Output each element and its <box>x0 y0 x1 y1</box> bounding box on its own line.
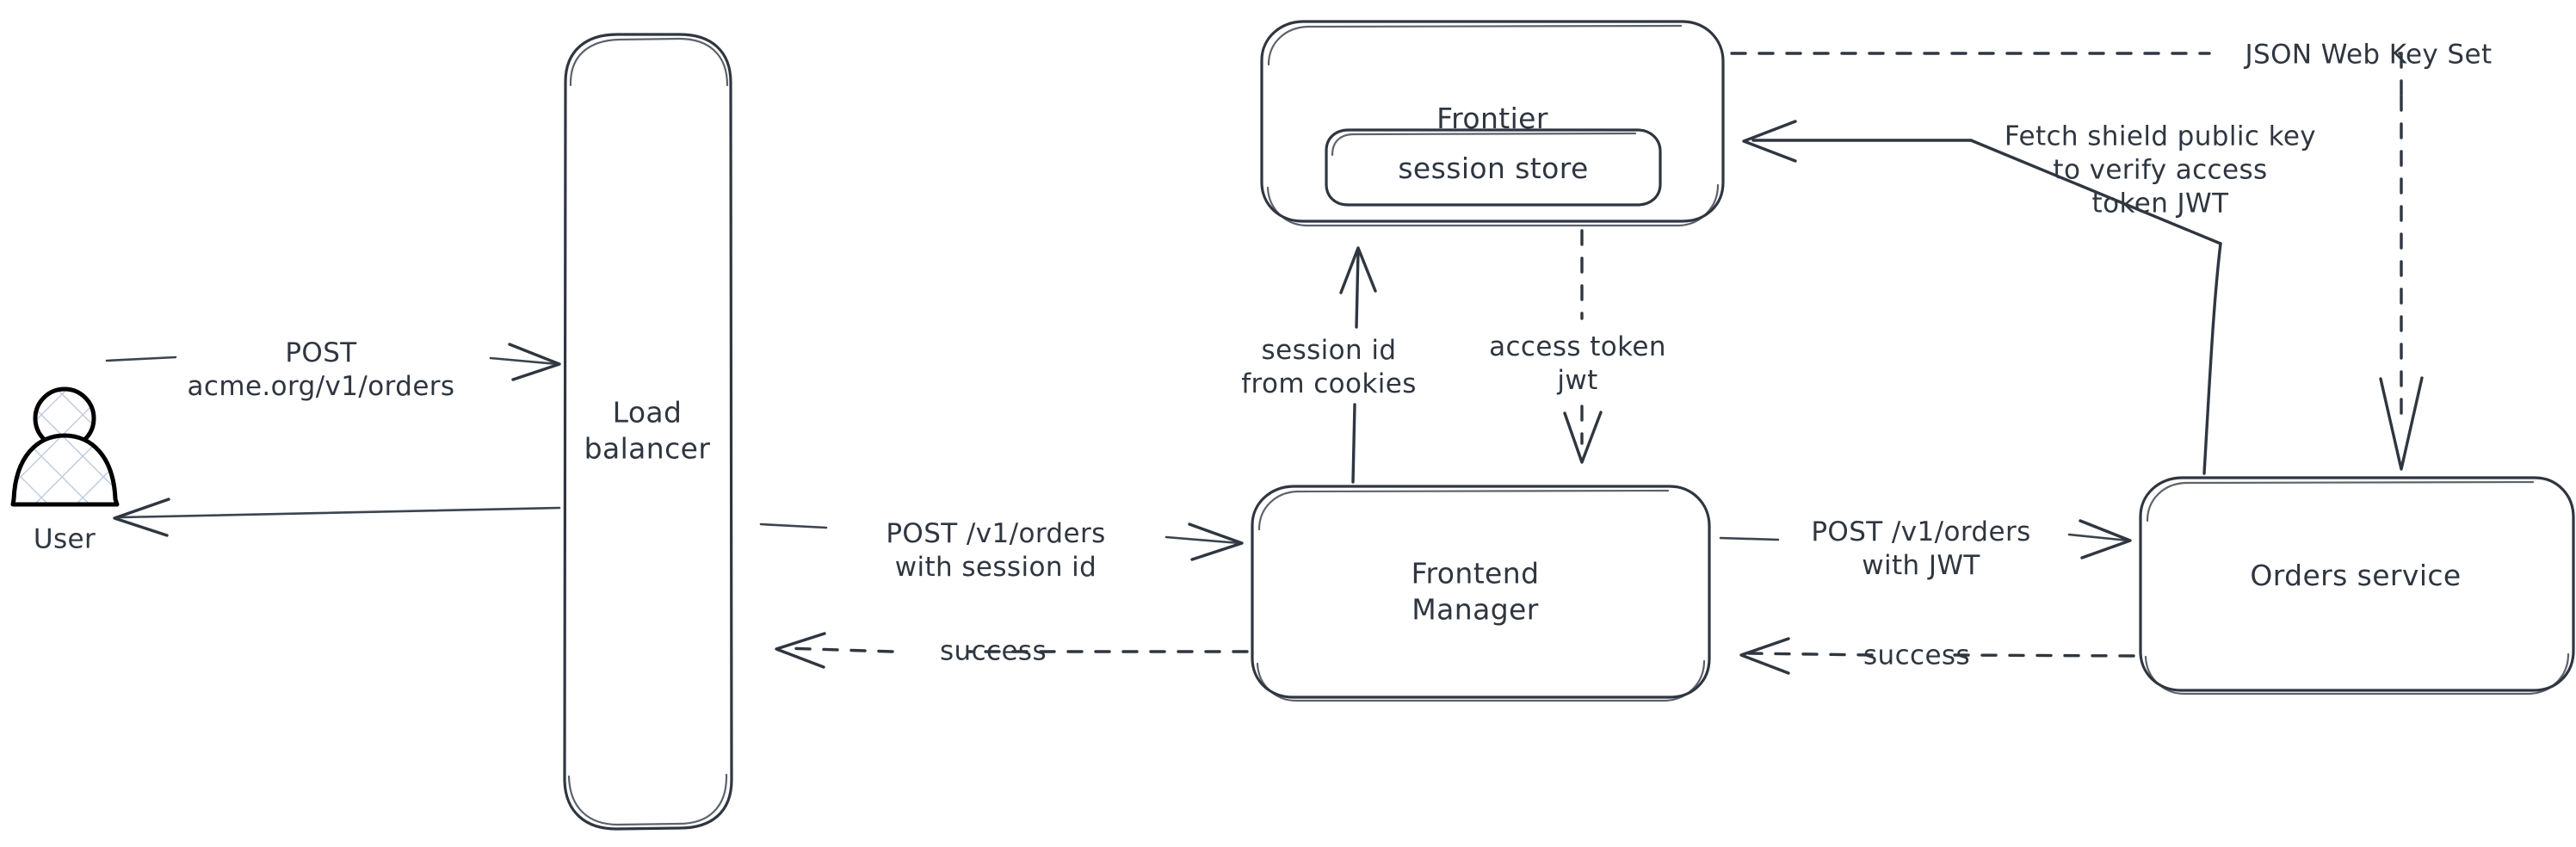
edge-label-json-web-key-set: JSON Web Key Set <box>2245 39 2493 71</box>
frontend-manager-label: Frontend Manager <box>1411 556 1540 626</box>
session-store-label: session store <box>1398 151 1589 186</box>
user-label: User <box>33 523 96 555</box>
load-balancer-label: Load balancer <box>584 395 711 465</box>
edge-load-balancer-to-user <box>113 498 561 537</box>
frontend-manager-node-shape[interactable] <box>1251 485 1711 702</box>
edge-label-success-right: success <box>1863 640 1971 671</box>
edge-user-to-load-balancer <box>105 343 561 381</box>
orders-service-node-shape[interactable] <box>2139 476 2575 696</box>
load-balancer-node-shape[interactable] <box>563 33 733 831</box>
edge-frontier-to-frontend-manager <box>1563 229 1603 464</box>
edge-frontend-manager-to-load-balancer-success <box>775 632 1249 669</box>
edge-label-success-left: success <box>939 635 1047 667</box>
edge-label-post-v1-orders-session-id: POST /v1/orders with session id <box>886 517 1106 583</box>
edge-label-post-acme-orders: POST acme.org/v1/orders <box>187 337 455 402</box>
edge-label-post-v1-orders-jwt: POST /v1/orders with JWT <box>1811 516 2031 581</box>
edge-label-session-id-from-cookies: session id from cookies <box>1241 334 1417 399</box>
frontier-label: Frontier <box>1436 102 1548 136</box>
edge-load-balancer-to-frontend-manager <box>759 522 1244 561</box>
edge-label-fetch-shield-public-key: Fetch shield public key to verify access… <box>2004 121 2317 219</box>
edge-label-access-token-jwt: access token jwt <box>1489 331 1666 396</box>
edge-frontend-manager-to-orders-service <box>1719 519 2132 560</box>
edge-frontier-to-orders-service-jwks <box>1730 52 2424 471</box>
edge-orders-service-to-frontend-manager-success <box>1739 637 2135 675</box>
orders-service-label: Orders service <box>2250 559 2462 593</box>
edge-frontend-manager-to-frontier <box>1339 246 1377 484</box>
session-store-node-shape[interactable] <box>1325 128 1662 207</box>
user-person-icon <box>10 386 120 507</box>
edge-orders-service-to-frontier-fetch-key <box>1742 120 2222 475</box>
